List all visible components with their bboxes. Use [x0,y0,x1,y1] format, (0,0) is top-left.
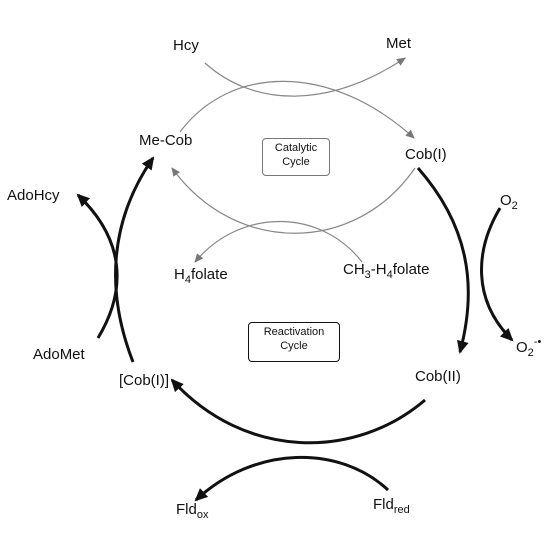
label-cob-ii: Cob(II) [415,369,461,384]
label-superoxide: O2-• [516,337,541,359]
catalytic-line1: Catalytic [274,142,318,154]
cob-bracket-to-mecob-arc [114,156,155,363]
superoxide-superscript: -• [533,336,542,348]
catalytic-line2: Cycle [282,155,310,168]
h4folate-subscript: 4 [184,274,191,286]
ch3h4folate-mid: -H [370,261,387,278]
o2-subscript: 2 [511,200,518,212]
fld-red-base: Fld [373,496,394,513]
adomet-to-adohcy-arc [76,193,119,339]
cobi-to-cobii-arc [416,167,470,354]
hcy-to-met-arc [204,57,406,97]
o2-to-superoxide-arc [480,207,514,342]
adohcy-text: AdoHcy [7,187,60,204]
superoxide-base: O [516,339,528,356]
reactivation-line1: Reactivation [263,326,325,338]
label-hcy: Hcy [173,38,199,53]
cob-i-text: Cob(I) [405,146,447,163]
label-met: Met [386,36,411,51]
cobii-to-cob-bracket-arc [170,378,426,445]
label-adomet: AdoMet [33,347,85,362]
ch3h4folate-rest: folate [392,261,430,278]
ch3h4folate-to-h4folate-arc [194,221,363,263]
label-fld-ox: Fldox [176,501,208,521]
catalytic-cycle-box: Catalytic Cycle [262,138,330,176]
label-ch3-h4folate: CH3-H4folate [343,261,430,281]
ch3h4folate-ch: CH [343,261,365,278]
met-text: Met [386,35,412,52]
ch3h4folate-subscript-2: 4 [386,269,393,281]
label-cob-i: Cob(I) [405,147,447,162]
cobi-to-mecob-arc [171,167,416,234]
label-me-cob: Me-Cob [139,133,192,148]
cob-ii-text: Cob(II) [415,368,461,385]
ch3h4folate-subscript-1: 3 [364,269,371,281]
h4folate-rest: folate [190,266,228,283]
h4folate-h: H [174,266,185,283]
superoxide-subscript: 2 [527,347,534,359]
reactivation-line2: Cycle [280,339,308,352]
fld-ox-base: Fld [176,501,197,518]
label-o2: O2 [500,192,518,212]
o2-base-text: O [500,192,512,209]
me-cob-text: Me-Cob [139,132,193,149]
reactivation-cycle-box: Reactivation Cycle [248,322,340,362]
label-adohcy: AdoHcy [7,188,60,203]
label-cob-i-bracket: [Cob(I)] [119,373,169,388]
fld-red-subscript: red [393,504,410,516]
label-fld-red: Fldred [373,496,410,516]
mecob-to-cobi-arc [179,80,415,139]
fldred-to-fldox-arc [194,456,390,502]
label-h4folate: H4folate [174,266,228,286]
adomet-text: AdoMet [33,346,85,363]
cob-i-bracket-text: [Cob(I)] [119,372,170,389]
hcy-text: Hcy [173,37,199,54]
fld-ox-subscript: ox [196,509,209,521]
